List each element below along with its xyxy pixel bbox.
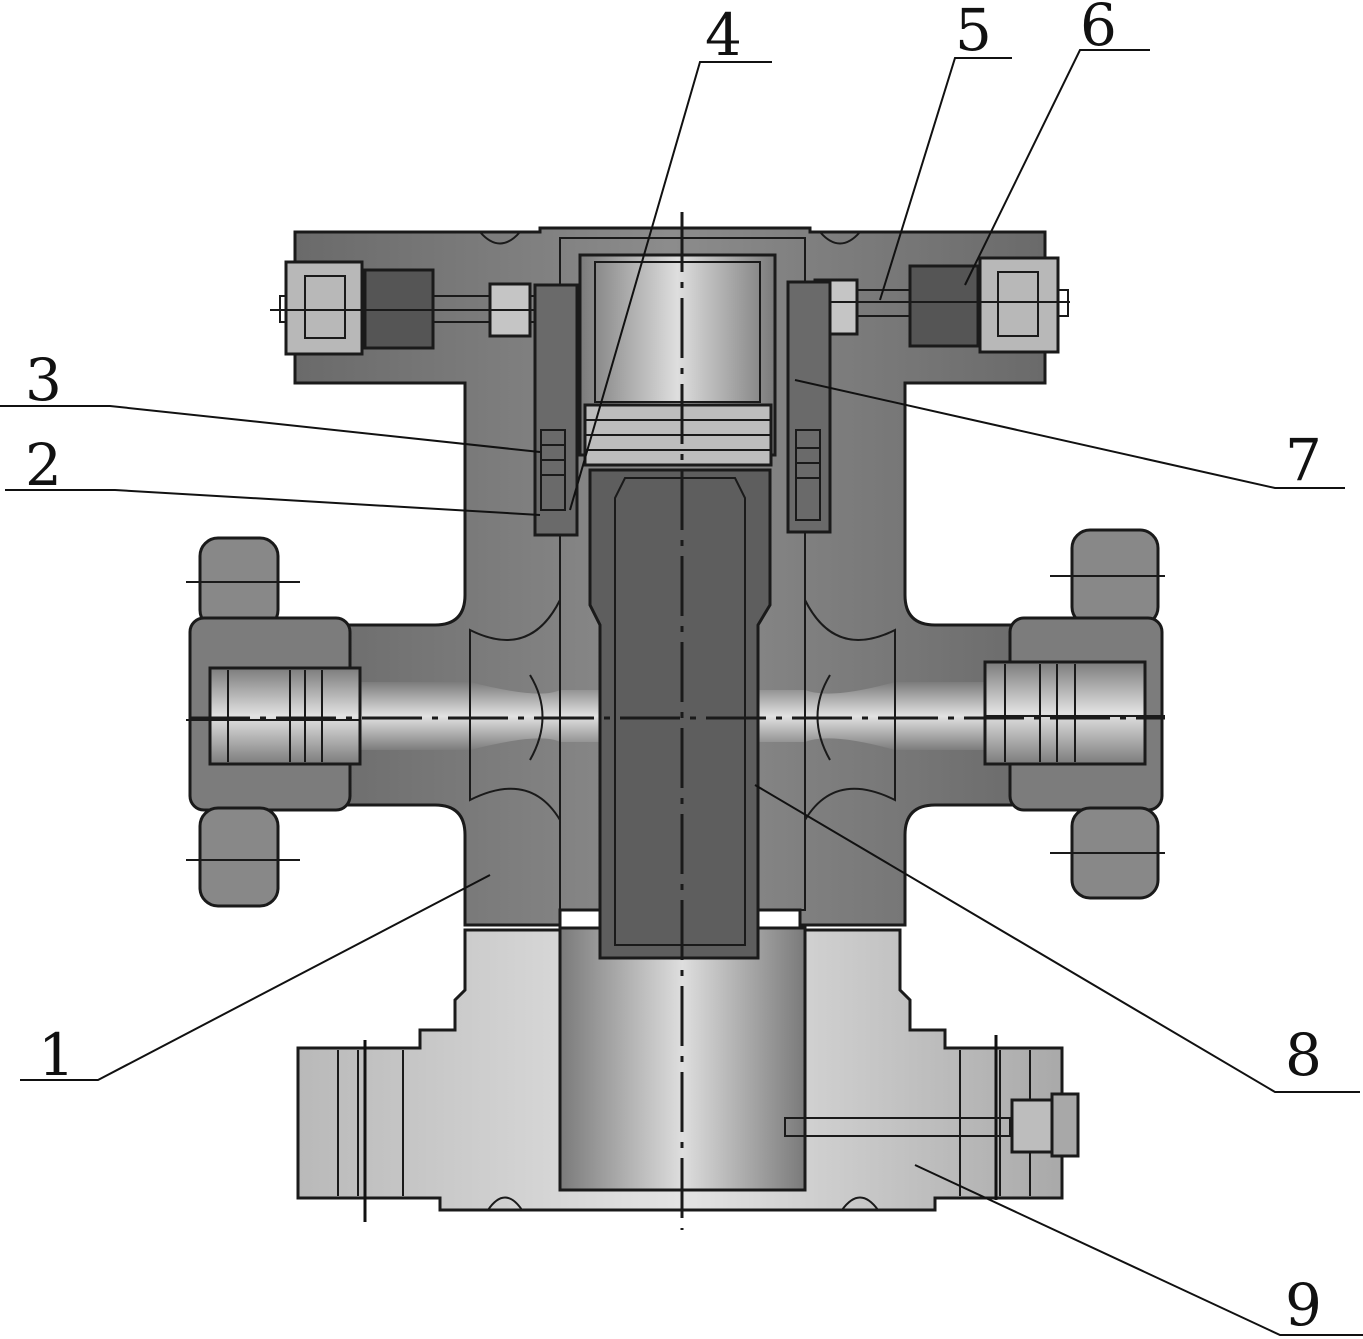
callout-9: 9 (1285, 1271, 1322, 1339)
leader-3 (0, 405, 541, 453)
callout-1: 1 (38, 1021, 75, 1089)
left-packing-seal (533, 283, 579, 537)
leader-1 (20, 874, 491, 1081)
leader-7 (794, 379, 1345, 489)
leader-4 (569, 61, 772, 511)
left-top-bolt-assembly (270, 260, 560, 356)
test-port-bolt (784, 1092, 1080, 1158)
callout-8: 8 (1285, 1021, 1322, 1089)
left-side-flange (186, 536, 362, 908)
right-side-flange (983, 528, 1165, 900)
callout-5: 5 (955, 0, 992, 64)
leader-6 (964, 49, 1150, 286)
callout-2: 2 (25, 431, 62, 499)
leader-9 (914, 1164, 1363, 1336)
callout-6: 6 (1080, 0, 1117, 59)
callout-4: 4 (705, 1, 742, 69)
leader-lines (0, 49, 1363, 1336)
right-packing-seal (786, 280, 832, 534)
hanger-mandrel (578, 253, 777, 960)
lower-spool-body (296, 926, 1064, 1222)
leader-8 (754, 784, 1360, 1093)
callout-labels: 1 2 3 4 5 6 7 8 9 (25, 0, 1322, 1339)
leader-5 (879, 57, 1012, 301)
callout-3: 3 (25, 346, 62, 414)
callout-7: 7 (1285, 426, 1322, 494)
leader-2 (5, 489, 541, 516)
